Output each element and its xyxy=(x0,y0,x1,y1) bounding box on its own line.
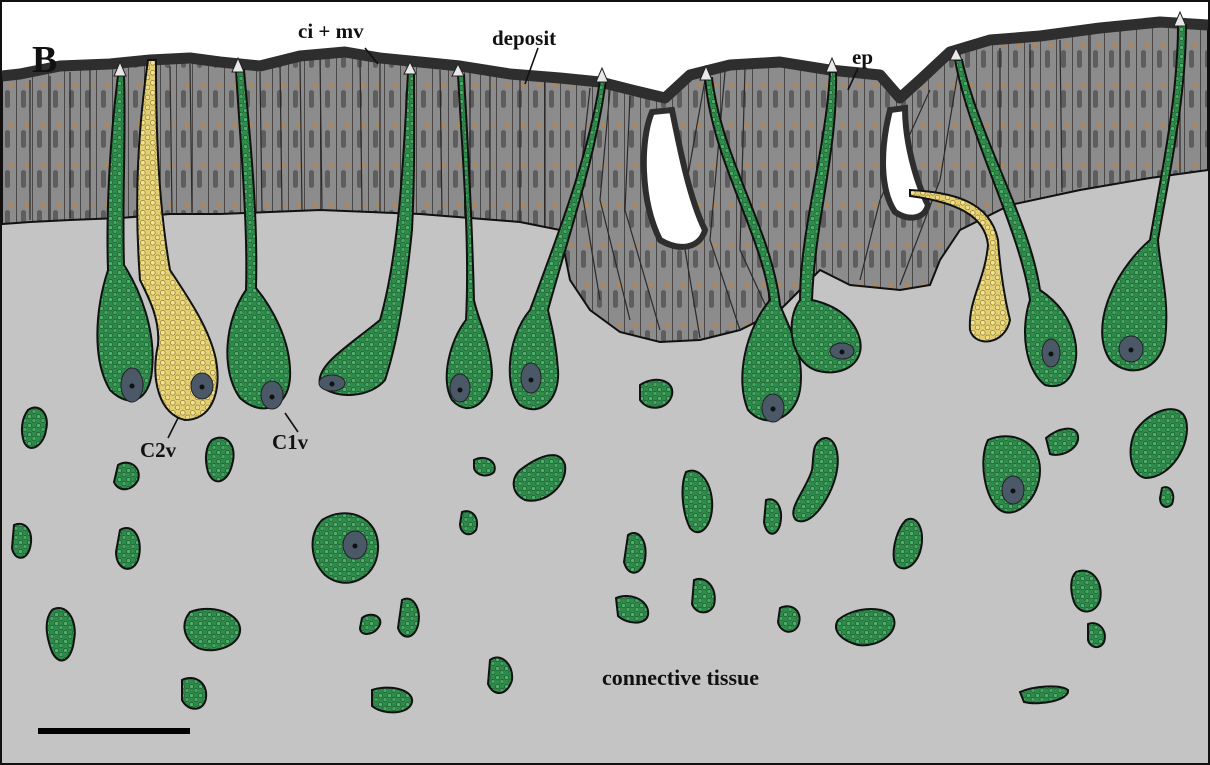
scale-bar xyxy=(38,728,190,734)
green-blob xyxy=(372,688,412,713)
green-blob xyxy=(182,678,206,709)
label-connective-tissue: connective tissue xyxy=(602,665,759,690)
green-blob xyxy=(488,657,512,693)
green-blob xyxy=(764,499,781,533)
green-blob xyxy=(1160,487,1173,507)
green-blob xyxy=(624,533,646,573)
green-blob xyxy=(778,606,800,632)
green-blob xyxy=(474,458,495,476)
nucleolus xyxy=(1011,489,1016,494)
nucleolus xyxy=(200,385,205,390)
label-c1v: C1v xyxy=(272,430,309,454)
green-blob xyxy=(184,609,240,650)
green-blob xyxy=(1071,571,1100,612)
green-blob xyxy=(460,511,477,534)
green-blob xyxy=(116,528,140,569)
label-cilia-microvilli: ci + mv xyxy=(298,19,364,43)
label-c2v: C2v xyxy=(140,438,177,462)
label-epidermis: ep xyxy=(852,45,873,69)
green-blob xyxy=(398,599,419,637)
green-blob xyxy=(114,463,139,490)
panel-letter: B xyxy=(32,39,57,81)
green-blob xyxy=(640,380,672,408)
label-deposit: deposit xyxy=(492,26,556,50)
nucleolus xyxy=(353,544,358,549)
green-blob xyxy=(12,524,31,558)
